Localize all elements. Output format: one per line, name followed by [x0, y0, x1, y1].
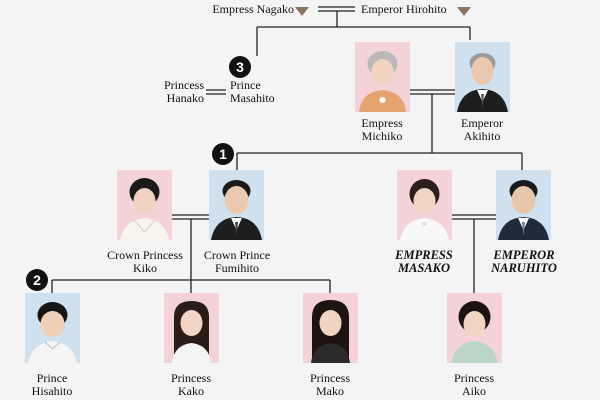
badge-three: 3: [229, 56, 251, 78]
portrait-mako: [303, 293, 358, 363]
badge-two: 2: [26, 269, 48, 291]
deceased-marker-icon: [457, 7, 471, 16]
badge-one: 1: [212, 143, 234, 165]
portrait-masako: [397, 170, 452, 240]
deceased-marker-icon: [295, 7, 309, 16]
portrait-naruhito: [496, 170, 551, 240]
portrait-kiko: [117, 170, 172, 240]
portrait-akihito: [455, 42, 510, 112]
portrait-aiko: [447, 293, 502, 363]
label-emperor-hirohito: Emperor Hirohito: [361, 2, 447, 16]
portrait-fumihito: [209, 170, 264, 240]
portrait-hisahito: [25, 293, 80, 363]
portrait-kako: [164, 293, 219, 363]
portrait-michiko: [355, 42, 410, 112]
label-empress-nagako: Empress Nagako: [212, 2, 294, 16]
